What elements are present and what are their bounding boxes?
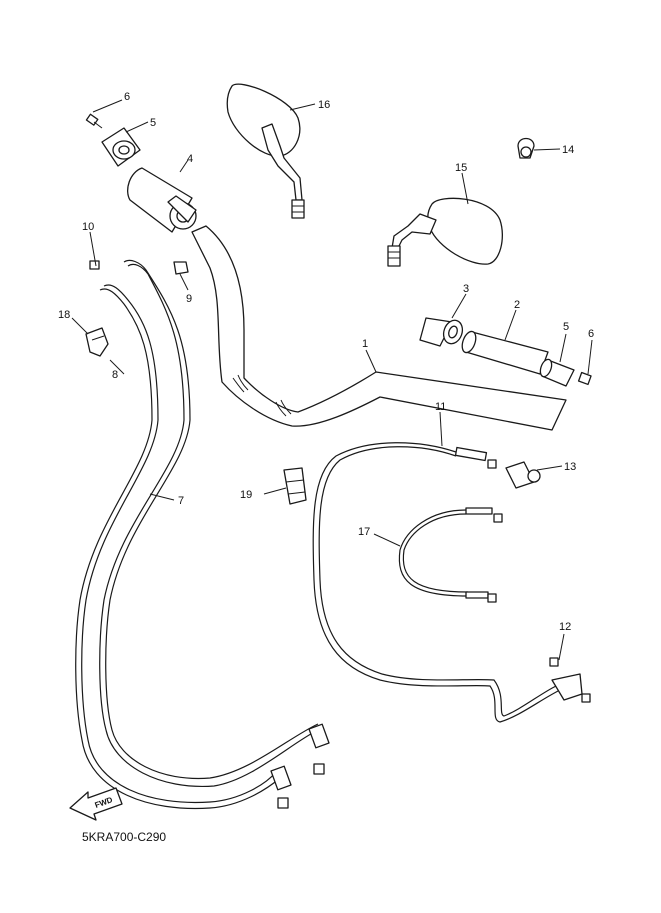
callout-15: 15 — [455, 162, 467, 174]
screw-10 — [89, 260, 100, 270]
mirror-left — [226, 83, 305, 219]
screw-left — [85, 113, 103, 129]
diagram-code: 5KRA700-C290 — [82, 830, 166, 844]
throttle-cables — [75, 259, 330, 810]
forward-arrow-icon: FWD — [69, 787, 123, 821]
adjuster-13 — [505, 461, 541, 489]
callout-16: 16 — [318, 99, 330, 111]
callout-3: 3 — [463, 283, 469, 295]
callout-13: 13 — [564, 461, 576, 473]
callout-19: 19 — [240, 489, 252, 501]
callout-5: 5 — [150, 117, 156, 129]
throttle-grip — [127, 167, 197, 233]
callout-12: 12 — [559, 621, 571, 633]
handlebar — [191, 225, 567, 431]
mirror-right — [387, 197, 503, 267]
callout-18: 18 — [58, 309, 70, 321]
callout-7: 7 — [178, 495, 184, 507]
callout-5-right: 5 — [563, 321, 569, 333]
callout-6-right: 6 — [588, 328, 594, 340]
callout-4: 4 — [187, 153, 193, 165]
cable-clamp-18 — [85, 327, 109, 357]
callout-10: 10 — [82, 221, 94, 233]
cable-clamp-14 — [517, 137, 535, 159]
callout-17: 17 — [358, 526, 370, 538]
callout-8: 8 — [112, 369, 118, 381]
cable-holder-19 — [283, 467, 307, 505]
callout-2: 2 — [514, 299, 520, 311]
callout-14: 14 — [562, 144, 574, 156]
leader-lines — [71, 99, 593, 661]
grip-parts-right — [419, 317, 592, 387]
callout-9: 9 — [186, 293, 192, 305]
grip-end-left — [101, 127, 141, 167]
clutch-cable — [312, 442, 591, 723]
callout-1: 1 — [362, 338, 368, 350]
callout-11: 11 — [435, 401, 446, 413]
callout-6: 6 — [124, 91, 130, 103]
bracket-9 — [173, 261, 189, 275]
cable-17 — [398, 507, 503, 603]
